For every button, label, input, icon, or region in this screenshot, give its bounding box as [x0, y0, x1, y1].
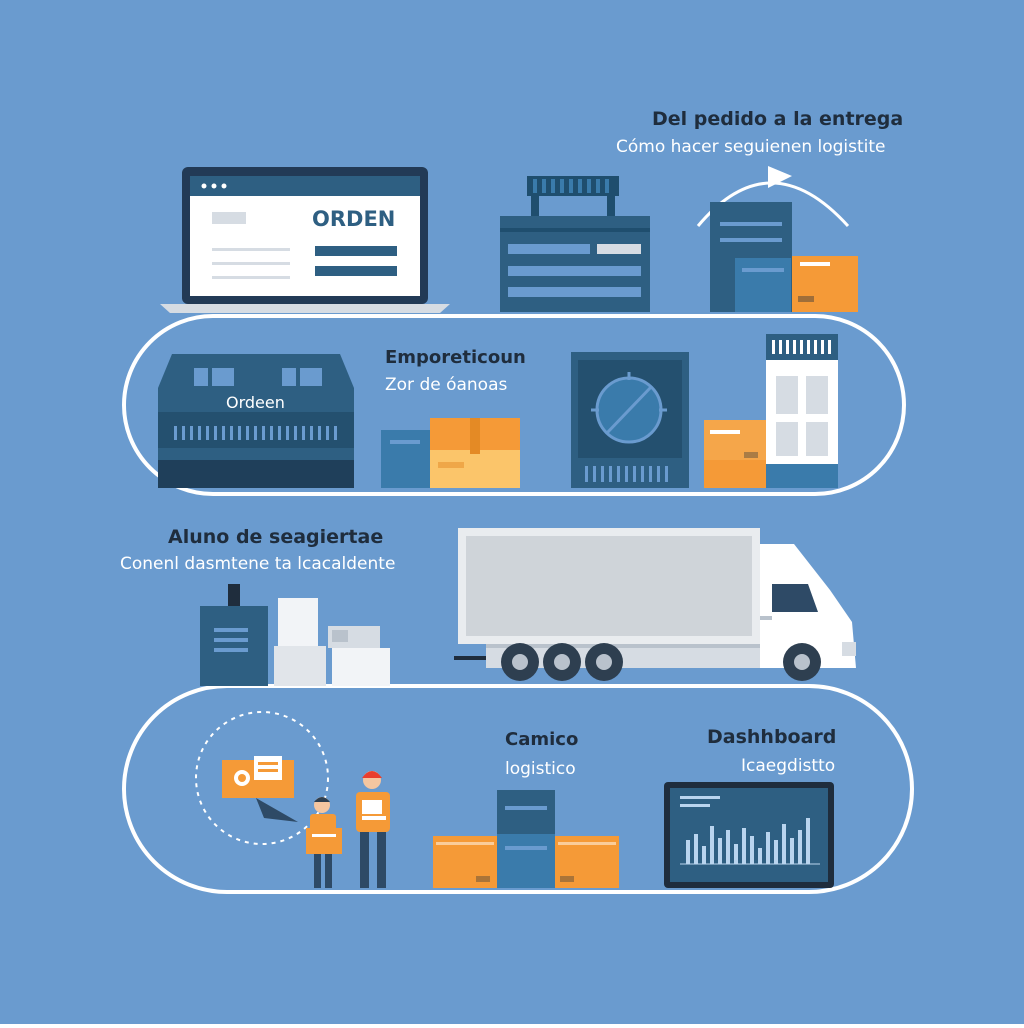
- warehouse-icon: [158, 354, 354, 488]
- cargo-stack-icon: [433, 790, 619, 888]
- package-stack-icon: [710, 202, 858, 312]
- laptop-icon: [160, 167, 450, 313]
- parcel-boxes-icon: [381, 418, 520, 488]
- track-pill-lower: [122, 684, 914, 894]
- truck-icon: [454, 528, 856, 681]
- white-boxes-icon: [274, 598, 390, 686]
- stage2-title: Emporeticoun: [385, 347, 526, 368]
- warehouse-label: Ordeen: [226, 393, 285, 412]
- header-subtitle: Cómo hacer seguienen logistite: [616, 137, 886, 157]
- stage3-title: Aluno de seagiertae: [168, 526, 384, 548]
- dashboard-monitor-icon: [664, 782, 834, 888]
- track-pill-upper: [122, 314, 906, 496]
- tagged-package-icon: [200, 584, 268, 686]
- vault-icon: [571, 352, 689, 488]
- dashboard-title: Dashhboard: [707, 726, 837, 748]
- stage2-subtitle: Zor de óanoas: [385, 375, 508, 395]
- header-title: Del pedido a la entrega: [652, 108, 904, 130]
- worker-figures: [306, 771, 390, 888]
- storage-tower-icon: [704, 334, 838, 488]
- shipping-crate-icon: [500, 176, 650, 312]
- camico-title: Camico: [505, 729, 579, 750]
- camico-subtitle: logistico: [505, 759, 576, 779]
- tracking-bubble-icon: [195, 711, 329, 845]
- stage3-subtitle: Conenl dasmtene ta lcacaldente: [120, 554, 396, 574]
- dashboard-subtitle: Icaegdistto: [741, 756, 836, 776]
- laptop-order-label: ORDEN: [312, 207, 396, 231]
